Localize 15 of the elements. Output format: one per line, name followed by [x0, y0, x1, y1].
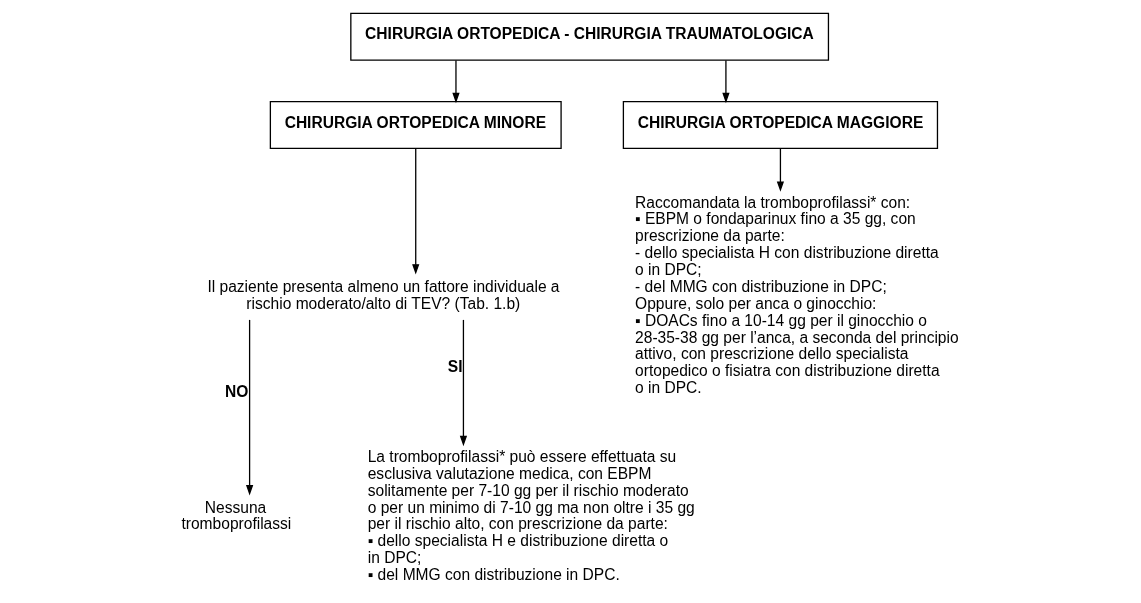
- node-text: Raccomandata la tromboprofilassi* con: ▪ EBPM o fondaparinux fino a 35 gg, con prescrizione da parte: - dello specialista H con distribuzione diretta o in DPC; - del MMG con distribuzione in DPC; Oppure, solo per anca o ginocchio: ▪ DOACs fino a 10-14 gg per il ginocchio o 28-35-38 gg per l’anca, a seconda del principio attivo, con prescrizione dello specialista ortopedico o fisiatra con distribuzione diretta o in DPC.: [635, 193, 959, 397]
- node-box: CHIRURGIA ORTOPEDICA - CHIRURGIA TRAUMATOLOGICA: [350, 12, 830, 61]
- node-text: La tromboprofilassi* può essere effettuata su esclusiva valutazione medica, con EBPM solitamente per 7-10 gg per il rischio moderato o per un minimo di 7-10 gg ma non oltre i 35 gg per il rischio alto, con prescrizione da parte: ▪ dello specialista H e distribuzione diretta o in DPC; ▪ del MMG con distribuzione in DPC.: [367, 447, 695, 584]
- arrow: [245, 319, 254, 496]
- edge-label: NO: [224, 383, 249, 401]
- node-text: Nessuna tromboprofilassi: [181, 498, 292, 533]
- node-text: Il paziente presenta almeno un fattore individuale a rischio moderato/alto di TEV? (Tab. 1.b): [207, 277, 560, 312]
- arrow: [459, 319, 468, 447]
- arrow: [776, 147, 785, 192]
- arrow: [412, 147, 420, 275]
- arrow: [452, 59, 460, 104]
- node-box: CHIRURGIA ORTOPEDICA MINORE: [269, 100, 562, 149]
- arrow: [722, 59, 730, 104]
- node-box: CHIRURGIA ORTOPEDICA MAGGIORE: [622, 100, 939, 149]
- edge-label: SI: [447, 358, 463, 376]
